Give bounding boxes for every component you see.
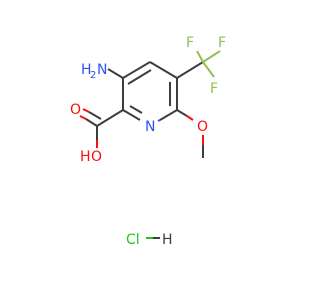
methoxy-o-label: O	[197, 119, 208, 135]
bond-c6-n1	[159, 109, 178, 121]
cf3-f-right-label: F	[210, 81, 218, 97]
bond-cf3-f-top-left	[196, 50, 204, 63]
bond-cf3-f-top-right	[202, 50, 221, 63]
bond-c2-n1-inner	[129, 105, 143, 114]
ring-n-label: N	[145, 119, 155, 135]
bond-cooh-co-double-b	[88, 111, 102, 120]
oh-h-label: H	[80, 149, 91, 165]
molecule-structure-diagram: H 2 N F F F N O H O O Cl H	[70, 35, 226, 248]
bond-c3-c4	[122, 61, 151, 79]
oh-o-label: O	[91, 149, 102, 165]
cf3-f-top-left-label: F	[186, 35, 194, 51]
cf3-f-top-right-label: F	[218, 35, 226, 51]
carbonyl-o-label: O	[70, 102, 81, 118]
hcl-cl-label: Cl	[126, 232, 140, 248]
bond-n1-c6-n	[157, 119, 161, 122]
bond-cooh-co-double-a	[85, 118, 98, 127]
bond-c5-cf3	[176, 61, 204, 79]
bond-c2-cooh	[96, 109, 124, 127]
bond-c6-ome	[176, 109, 188, 117]
bond-cooh-co-double-b-o	[82, 108, 90, 113]
nh2-sub-label: 2	[90, 70, 96, 81]
bond-cf3-f-right	[202, 61, 215, 78]
bond-c3-nh2	[107, 68, 124, 79]
bond-c4-c4-inner	[127, 69, 152, 85]
nh2-h-label: H	[81, 62, 92, 78]
bond-n1-c2	[122, 109, 141, 121]
bond-c6-ome-o	[186, 115, 194, 121]
hcl-h-label: H	[162, 232, 173, 248]
bond-cooh-co-double-a-o	[79, 115, 87, 120]
nh2-n-label: N	[97, 62, 107, 78]
bond-c4-c5	[149, 61, 178, 79]
